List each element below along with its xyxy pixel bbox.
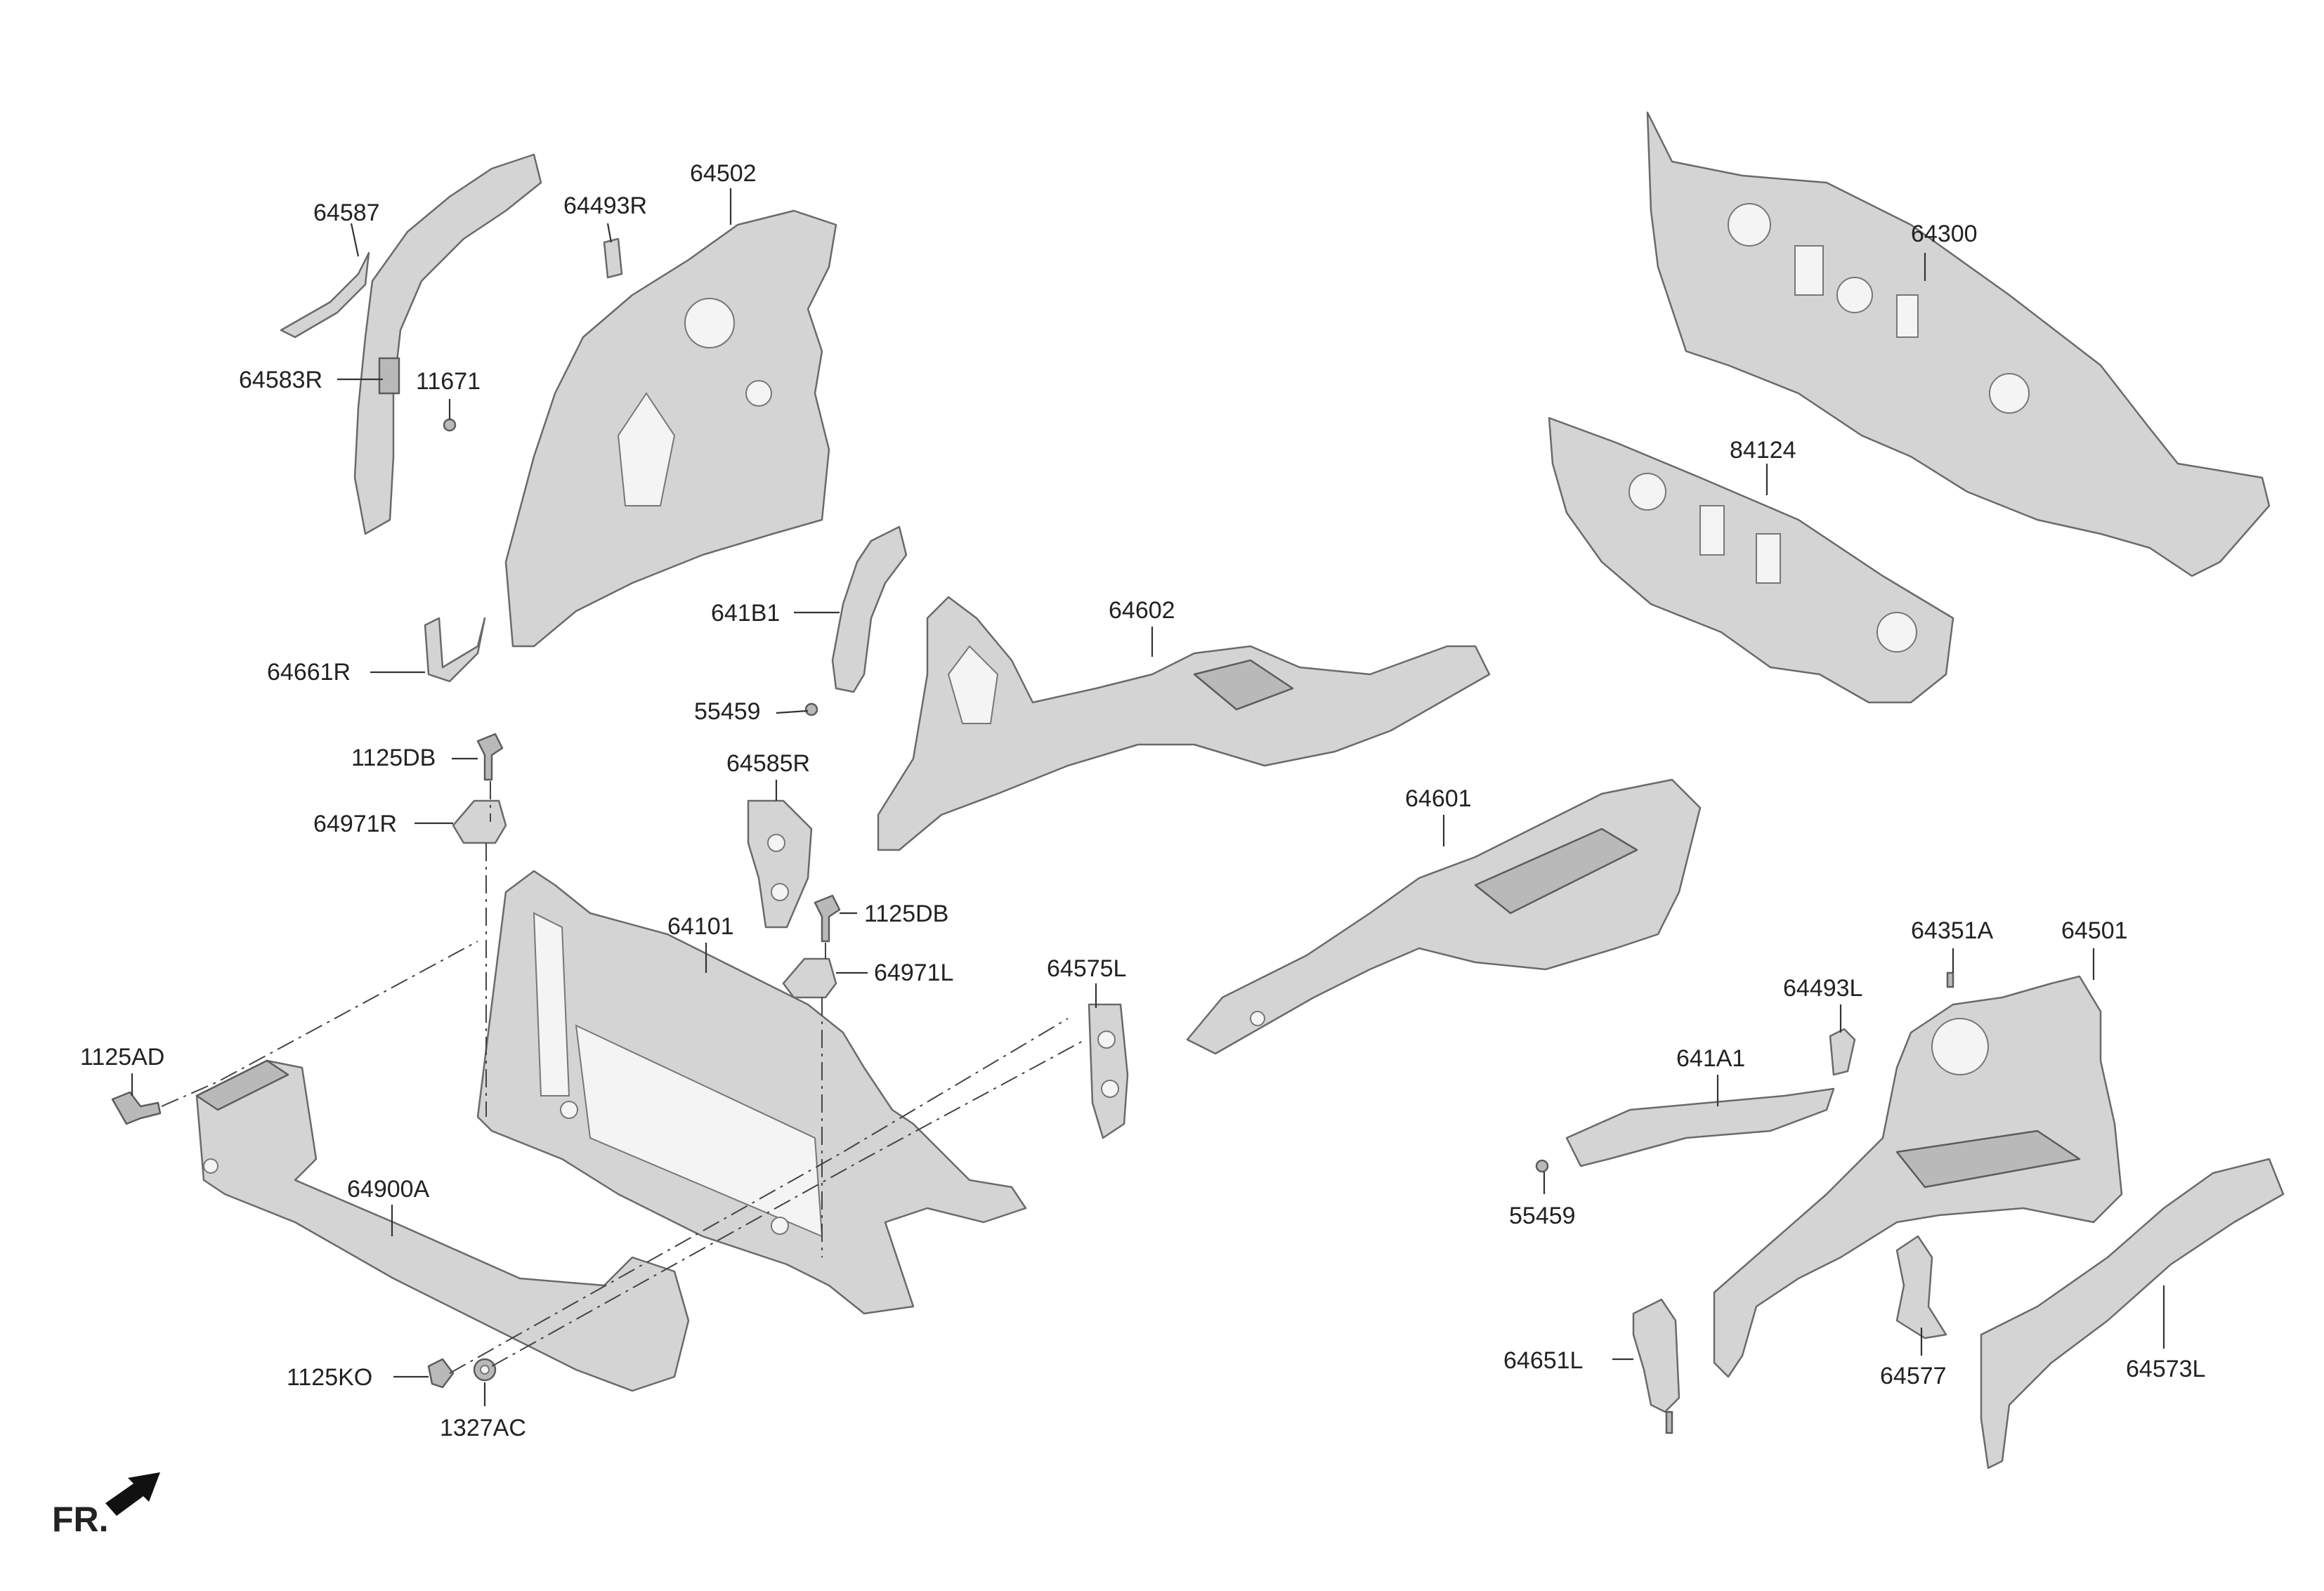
label-1125DB-upper: 1125DB bbox=[351, 745, 436, 771]
part-11671 bbox=[443, 418, 457, 432]
label-55459-lower: 55459 bbox=[1509, 1203, 1576, 1229]
part-1125KO bbox=[427, 1358, 455, 1389]
label-64651L: 64651L bbox=[1503, 1347, 1583, 1374]
label-64573L: 64573L bbox=[2126, 1356, 2205, 1382]
label-1125AD: 1125AD bbox=[80, 1044, 164, 1071]
label-64587: 64587 bbox=[313, 199, 380, 226]
label-64351A: 64351A bbox=[1911, 917, 1994, 944]
part-64585R bbox=[747, 799, 813, 929]
part-641A1 bbox=[1565, 1087, 1835, 1167]
part-64602 bbox=[877, 596, 1491, 851]
front-direction-indicator: FR. bbox=[52, 1472, 160, 1539]
front-label: FR. bbox=[52, 1500, 109, 1539]
label-1125KO: 1125KO bbox=[287, 1364, 372, 1391]
part-64577 bbox=[1895, 1235, 1947, 1340]
part-64501 bbox=[1713, 975, 2123, 1378]
part-64587 bbox=[280, 251, 370, 339]
part-64502 bbox=[504, 209, 837, 648]
label-641B1: 641B1 bbox=[711, 600, 780, 627]
part-1125AD bbox=[111, 1091, 162, 1125]
part-64493L bbox=[1829, 1028, 1856, 1076]
label-64971L: 64971L bbox=[874, 960, 953, 986]
label-64300: 64300 bbox=[1911, 221, 1978, 247]
part-64493R bbox=[603, 237, 623, 279]
label-1327AC: 1327AC bbox=[440, 1415, 526, 1441]
label-64583R: 64583R bbox=[239, 367, 322, 393]
part-1125DB-b bbox=[814, 894, 841, 943]
label-84124: 84124 bbox=[1730, 437, 1796, 464]
label-64971R: 64971R bbox=[313, 811, 397, 837]
label-55459-upper: 55459 bbox=[694, 698, 761, 725]
label-64900A: 64900A bbox=[347, 1176, 430, 1203]
label-11671: 11671 bbox=[416, 368, 481, 395]
part-64300 bbox=[1646, 111, 2271, 577]
label-64493R: 64493R bbox=[563, 192, 647, 219]
part-64575L bbox=[1088, 1003, 1129, 1139]
label-64101: 64101 bbox=[667, 913, 734, 940]
label-64585R: 64585R bbox=[726, 750, 810, 777]
part-64601 bbox=[1186, 778, 1702, 1055]
part-64651L bbox=[1632, 1298, 1680, 1434]
label-64575L: 64575L bbox=[1047, 955, 1126, 982]
label-64501: 64501 bbox=[2061, 917, 2128, 944]
leader-lines bbox=[131, 188, 2165, 1406]
label-641A1: 641A1 bbox=[1676, 1045, 1745, 1072]
part-64351A bbox=[1946, 971, 1954, 988]
label-64493L: 64493L bbox=[1783, 975, 1862, 1002]
part-55459-b bbox=[1535, 1159, 1549, 1173]
part-64661R bbox=[424, 617, 486, 683]
part-1125DB-a bbox=[476, 733, 504, 781]
part-64971R bbox=[452, 799, 507, 844]
label-64502: 64502 bbox=[690, 160, 757, 187]
label-64661R: 64661R bbox=[267, 659, 351, 686]
part-64583R bbox=[353, 153, 542, 535]
part-84124 bbox=[1548, 417, 1954, 704]
part-64101 bbox=[476, 870, 1027, 1315]
label-64601: 64601 bbox=[1405, 785, 1472, 812]
part-55459-a bbox=[804, 702, 818, 716]
label-64577: 64577 bbox=[1880, 1363, 1947, 1389]
label-1125DB-lower: 1125DB bbox=[864, 901, 948, 927]
front-arrow-icon bbox=[105, 1472, 160, 1516]
part-1327AC bbox=[473, 1358, 497, 1382]
part-641B1 bbox=[831, 525, 908, 693]
label-64602: 64602 bbox=[1109, 597, 1175, 624]
part-64971L bbox=[782, 957, 837, 999]
assembly-lines bbox=[161, 781, 1086, 1374]
part-64573L bbox=[1980, 1158, 2285, 1469]
part-labels: 64587 64493R 64502 64583R 11671 64300 84… bbox=[80, 160, 2205, 1441]
